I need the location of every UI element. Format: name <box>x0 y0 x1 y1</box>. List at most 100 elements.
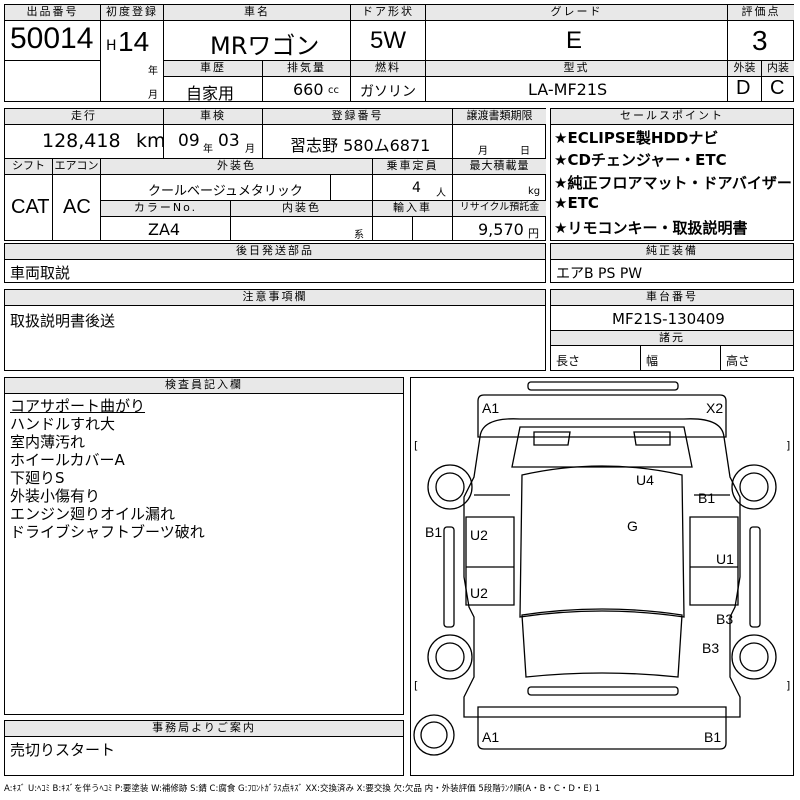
first-reg-year: 14 <box>118 26 150 57</box>
mark-u1: U1 <box>716 551 734 567</box>
standard-equipment-value: エアB PS PW <box>556 266 643 282</box>
inspector-line: 外装小傷有り <box>10 487 101 505</box>
door-type: 5W <box>370 27 406 54</box>
dims-height: 高さ <box>726 354 751 368</box>
transfer-month-unit: 月 <box>478 146 488 157</box>
sales-points-label: セールスポイント <box>551 109 793 125</box>
side-skirt-left <box>443 526 455 628</box>
first-reg-label: 初度登録 <box>101 5 163 20</box>
transfer-label: 譲渡書類期限 <box>453 109 546 124</box>
score: 3 <box>752 25 768 56</box>
reg-no: 習志野 580ム6871 <box>290 136 431 155</box>
mark-u2-rear: U2 <box>470 585 488 601</box>
shift: CAT <box>11 196 50 218</box>
inspector-line: 下廻りS <box>10 469 65 487</box>
dims-length: 長さ <box>556 354 581 368</box>
score-label: 評価点 <box>728 5 794 20</box>
sales-point-item: ★CDチェンジャー・ETC <box>554 151 727 169</box>
mark-b1-left: B1 <box>425 524 443 540</box>
svg-text:]: ] <box>786 679 790 692</box>
roof-panel <box>519 465 685 618</box>
color-no: ZA4 <box>148 220 181 239</box>
shift-label: シフト <box>5 159 52 174</box>
inspection-month-unit: 月 <box>245 144 255 155</box>
load-label: 最大積載量 <box>453 159 546 174</box>
fuel-label: 燃料 <box>351 61 425 76</box>
mark-g: G <box>627 518 638 534</box>
sales-point-item: ★ECLIPSE製HDDナビ <box>554 129 719 147</box>
headlight-left <box>533 431 571 446</box>
exterior-label: 外装 <box>728 61 761 76</box>
inspector-line: ハンドルすれ大 <box>10 415 116 433</box>
mark-a1-rear: A1 <box>482 729 500 745</box>
year-unit: 年 <box>148 66 158 77</box>
door-front-right <box>689 516 739 606</box>
color-no-label: カラーNo. <box>101 201 230 216</box>
rear-window <box>521 608 683 678</box>
chassis-box <box>550 289 794 371</box>
office-value: 売切りスタート <box>10 741 116 759</box>
inspector-line: コアサポート曲がり <box>10 397 146 415</box>
car-diagram: [ ] [ ] <box>413 381 790 756</box>
later-parts-box <box>4 243 546 283</box>
recycle-unit: 円 <box>528 227 539 240</box>
mark-a1-front: A1 <box>482 400 500 416</box>
chassis-label: 車台番号 <box>551 290 793 306</box>
door-label: ドア形状 <box>351 5 425 20</box>
headlight-right <box>633 431 671 446</box>
lot-label: 出品番号 <box>5 5 100 20</box>
office-label: 事務局よりご案内 <box>5 721 403 737</box>
inspection-month: 03 <box>218 131 240 151</box>
office-box <box>4 720 404 776</box>
inspection-label: 車検 <box>164 109 262 124</box>
sales-points-box <box>550 108 794 241</box>
recycle-fee: 9,570 <box>478 220 524 239</box>
side-skirt-right <box>749 526 761 628</box>
load-unit: kg <box>528 186 541 197</box>
fuel: ガソリン <box>360 84 416 100</box>
header-block <box>4 4 794 102</box>
month-unit: 月 <box>148 90 158 101</box>
car-name-label: 車名 <box>164 5 350 20</box>
svg-text:[: [ <box>414 679 418 692</box>
sales-points-list: ★ECLIPSE製HDDナビ ★CDチェンジャー・ETC ★純正フロアマット・ド… <box>552 127 794 239</box>
windshield <box>511 426 693 468</box>
ac-label: エアコン <box>53 159 100 174</box>
svg-text:[: [ <box>414 439 418 452</box>
mark-u4: U4 <box>636 472 654 488</box>
capacity-unit: 人 <box>436 188 446 199</box>
exterior-grade: D <box>736 77 751 99</box>
inspection-year-unit: 年 <box>203 144 213 155</box>
dims-label: 諸元 <box>551 330 793 346</box>
sales-point-item: ★ETC <box>554 194 599 212</box>
history: 自家用 <box>186 84 235 103</box>
notes-label: 注意事項欄 <box>5 290 545 306</box>
notes-box <box>4 289 546 371</box>
model-label: 型式 <box>426 61 727 76</box>
rear-bumper <box>477 706 727 750</box>
notes-value: 取扱説明書後送 <box>10 312 116 330</box>
chassis-number: MF21S-130409 <box>612 310 725 328</box>
front-bumper-top <box>527 381 679 391</box>
rear-bumper-top <box>527 686 679 696</box>
legend: A:ｷｽﾞ U:ﾍｺﾐ B:ｷｽﾞを伴うﾍｺﾐ P:要塗装 W:補修跡 S:錆 … <box>4 784 601 794</box>
later-parts-value: 車両取説 <box>10 264 71 282</box>
mark-b1-right: B1 <box>698 490 716 506</box>
history-label: 車歴 <box>164 61 262 76</box>
standard-equipment-box <box>550 243 794 283</box>
inspector-line: エンジン廻りオイル漏れ <box>10 505 176 523</box>
inspector-line: 室内薄汚れ <box>10 433 86 451</box>
mileage: 128,418 <box>42 130 121 152</box>
wheel-rear-left <box>427 634 473 680</box>
reg-no-label: 登録番号 <box>263 109 452 124</box>
car-diagram-box <box>410 377 794 776</box>
mark-b3-upper: B3 <box>716 611 734 627</box>
inspector-box <box>4 377 404 715</box>
capacity: 4 <box>412 180 421 196</box>
lot-number: 50014 <box>10 22 94 55</box>
ac: AC <box>63 196 91 218</box>
grade-label: グレード <box>426 5 727 20</box>
displacement-label: 排気量 <box>263 61 350 76</box>
import-label: 輸入車 <box>373 201 452 216</box>
displacement-unit: cc <box>328 85 339 96</box>
